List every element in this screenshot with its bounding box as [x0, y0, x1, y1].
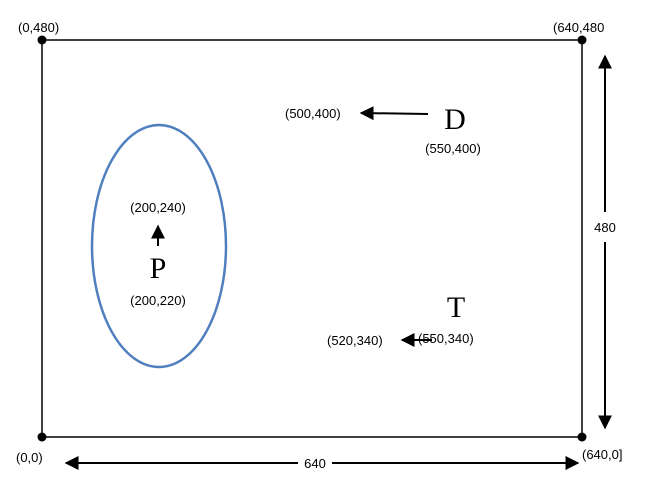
corner-dot-top-left: [37, 35, 47, 45]
t-letter: T: [447, 291, 465, 324]
corner-label-top-right: (640,480: [553, 20, 604, 35]
p-region-ellipse: [90, 123, 228, 369]
corner-label-top-left: (0,480): [18, 20, 59, 35]
d-target-label: (500,400): [285, 106, 341, 121]
corner-dot-top-right: [577, 35, 587, 45]
canvas-border: [41, 39, 583, 438]
d-origin-label: (550,400): [425, 141, 481, 156]
corner-label-bottom-left: (0,0): [16, 450, 43, 465]
p-origin-label: (200,220): [130, 293, 186, 308]
d-letter: D: [444, 103, 466, 136]
t-target-label: (520,340): [327, 333, 383, 348]
t-origin-label: (550,340): [418, 331, 474, 346]
corner-dot-bottom-right: [577, 432, 587, 442]
corner-label-bottom-right: (640,0]: [582, 447, 622, 462]
width-label: 640: [304, 456, 326, 471]
p-target-label: (200,240): [130, 200, 186, 215]
corner-dot-bottom-left: [37, 432, 47, 442]
p-letter: P: [150, 252, 167, 285]
height-label: 480: [594, 220, 616, 235]
d-move-arrow: [359, 106, 429, 121]
